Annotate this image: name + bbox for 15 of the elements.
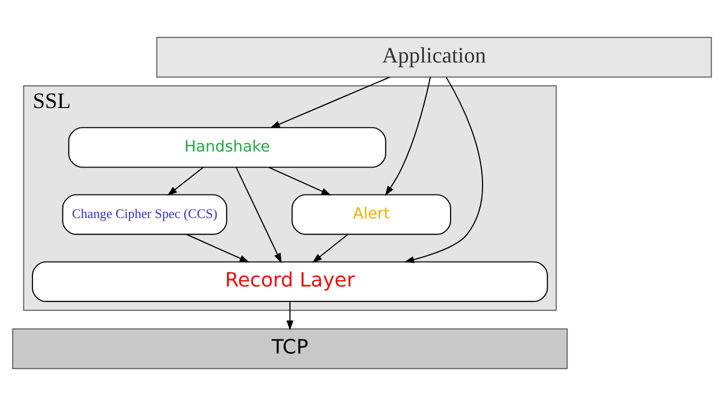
arrow [268,166,332,196]
node-box: TCP [12,328,568,370]
arrow [167,166,204,196]
arrow [384,76,431,196]
arrow [286,302,294,330]
arrow [404,76,484,264]
node-box: Application [156,36,712,78]
node-box: Alert [292,194,452,235]
arrow [270,76,390,128]
arrow [312,234,348,263]
node-box: Handshake [68,127,386,168]
arrow [186,234,250,263]
arrow [236,167,282,264]
node-box: Record Layer [32,261,548,302]
node-box: Change Cipher Spec (CCS) [62,194,228,235]
